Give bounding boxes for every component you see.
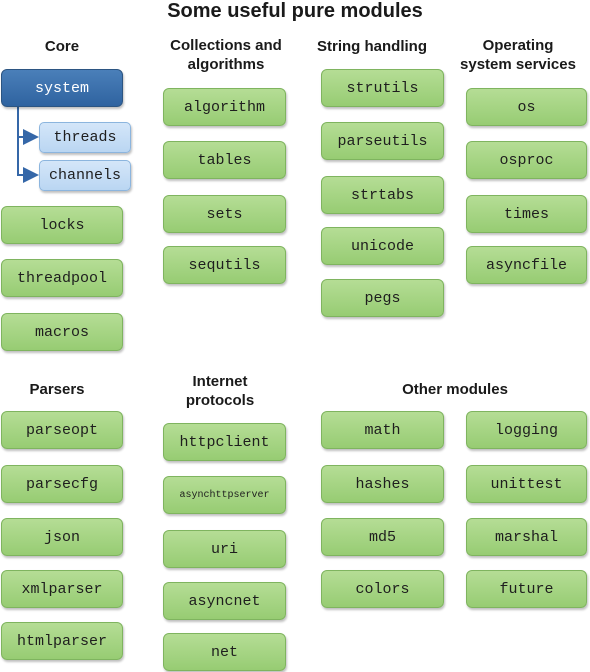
module-json[interactable]: json (1, 518, 123, 556)
module-asyncnet[interactable]: asyncnet (163, 582, 286, 620)
module-strutils[interactable]: strutils (321, 69, 444, 107)
module-parseutils[interactable]: parseutils (321, 122, 444, 160)
module-xmlparser[interactable]: xmlparser (1, 570, 123, 608)
module-asynchttpserver[interactable]: asynchttpserver (163, 476, 286, 514)
module-md5[interactable]: md5 (321, 518, 444, 556)
module-osproc[interactable]: osproc (466, 141, 587, 179)
module-system[interactable]: system (1, 69, 123, 107)
module-math[interactable]: math (321, 411, 444, 449)
module-locks[interactable]: locks (1, 206, 123, 244)
module-htmlparser[interactable]: htmlparser (1, 622, 123, 660)
diagram-title: Some useful pure modules (167, 0, 423, 22)
heading-internet-protocols: Internet protocols (150, 372, 290, 410)
heading-parsers: Parsers (29, 381, 85, 398)
module-uri[interactable]: uri (163, 530, 286, 568)
module-marshal[interactable]: marshal (466, 518, 587, 556)
module-threads[interactable]: threads (39, 122, 131, 153)
heading-collections: Collections and algorithms (146, 36, 306, 74)
heading-collections-line2: algorithms (187, 56, 265, 73)
heading-os-line2: system services (460, 56, 576, 73)
module-strtabs[interactable]: strtabs (321, 176, 444, 214)
module-times[interactable]: times (466, 195, 587, 233)
module-httpclient[interactable]: httpclient (163, 423, 286, 461)
heading-collections-line1: Collections and (170, 37, 282, 54)
heading-os-line1: Operating (482, 37, 554, 54)
module-sets[interactable]: sets (163, 195, 286, 233)
module-tables[interactable]: tables (163, 141, 286, 179)
module-asyncfile[interactable]: asyncfile (466, 246, 587, 284)
heading-os-services: Operating system services (448, 36, 588, 74)
module-parseopt[interactable]: parseopt (1, 411, 123, 449)
module-sequtils[interactable]: sequtils (163, 246, 286, 284)
module-unittest[interactable]: unittest (466, 465, 587, 503)
module-os[interactable]: os (466, 88, 587, 126)
module-hashes[interactable]: hashes (321, 465, 444, 503)
heading-string-handling: String handling (317, 38, 427, 55)
heading-other-modules: Other modules (402, 381, 508, 398)
module-macros[interactable]: macros (1, 313, 123, 351)
module-algorithm[interactable]: algorithm (163, 88, 286, 126)
module-unicode[interactable]: unicode (321, 227, 444, 265)
module-parsecfg[interactable]: parsecfg (1, 465, 123, 503)
heading-internet-line1: Internet (192, 373, 248, 390)
heading-internet-line2: protocols (185, 392, 255, 409)
module-future[interactable]: future (466, 570, 587, 608)
module-net[interactable]: net (163, 633, 286, 671)
module-threadpool[interactable]: threadpool (1, 259, 123, 297)
module-pegs[interactable]: pegs (321, 279, 444, 317)
module-colors[interactable]: colors (321, 570, 444, 608)
module-channels[interactable]: channels (39, 160, 131, 191)
heading-core: Core (44, 38, 80, 55)
module-logging[interactable]: logging (466, 411, 587, 449)
